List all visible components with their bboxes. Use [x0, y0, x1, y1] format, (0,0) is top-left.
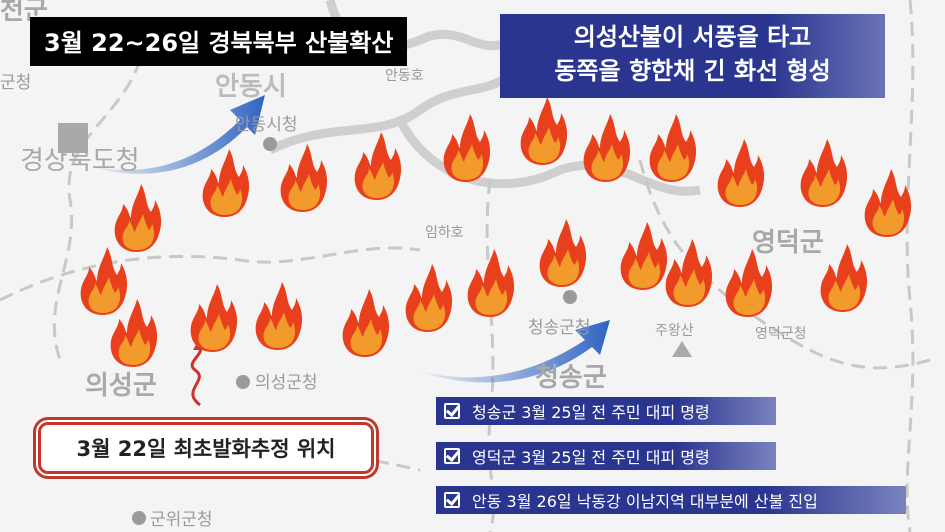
headline-line2: 동쪽을 향한채 긴 화선 형성	[554, 57, 831, 85]
flame-icon	[199, 147, 251, 219]
flame-icon	[111, 182, 163, 254]
flame-icon	[252, 280, 304, 352]
flame-icon	[339, 287, 391, 359]
flame-icon	[464, 247, 516, 319]
checkbox-icon	[444, 403, 460, 419]
origin-label: 3월 22일 최초발화추정 위치	[38, 422, 374, 474]
flame-icon	[402, 262, 454, 334]
map-label: 군위군청	[150, 510, 213, 530]
map-label: 청송군청	[528, 318, 591, 338]
headline-box: 의성산불이 서풍을 타고 동쪽을 향한채 긴 화선 형성	[500, 14, 885, 98]
flame-icon	[351, 130, 403, 202]
flame-icon	[797, 137, 849, 209]
flame-icon	[277, 142, 329, 214]
map-label: 임하호	[425, 225, 464, 241]
flame-icon	[77, 245, 129, 317]
flame-icon	[662, 237, 714, 309]
headline-line1: 의성산불이 서풍을 타고	[573, 23, 812, 51]
notice-text: 영덕군 3월 25일 전 주민 대피 명령	[472, 448, 710, 467]
flame-icon	[861, 167, 913, 239]
flame-icon	[517, 95, 569, 167]
map-label: 의성군청	[255, 373, 318, 393]
map-label: 안동시청	[235, 115, 298, 135]
origin-pointer	[190, 344, 203, 407]
map-label: 군청	[0, 73, 32, 93]
flame-icon	[580, 112, 632, 184]
page-title: 3월 22~26일 경북북부 산불확산	[30, 17, 408, 66]
flame-icon	[440, 112, 492, 184]
map-label: 청송군	[535, 363, 607, 393]
notice-yeongdeok: 영덕군 3월 25일 전 주민 대피 명령	[436, 442, 776, 470]
map-label: 안동호	[385, 68, 424, 84]
notice-andong: 안동 3월 26일 낙동강 이남지역 대부분에 산불 진입	[436, 486, 906, 514]
map-label: 영덕군	[752, 228, 824, 258]
flame-icon	[714, 137, 766, 209]
checkbox-icon	[444, 448, 460, 464]
map-label: 영덕군청	[755, 326, 807, 342]
notice-text: 안동 3월 26일 낙동강 이남지역 대부분에 산불 진입	[472, 492, 818, 511]
flame-icon	[536, 217, 588, 289]
flame-icon	[722, 247, 774, 319]
map-label: 주왕산	[655, 323, 694, 339]
map-label: 의성군	[85, 371, 157, 401]
flame-icon	[617, 220, 669, 292]
flame-icon	[646, 112, 698, 184]
map-label: 경상북도청	[20, 146, 140, 176]
map-label: 안동시	[215, 72, 287, 102]
checkbox-icon	[444, 492, 460, 508]
wind-arrow-east	[410, 320, 610, 383]
flame-icon	[187, 282, 239, 354]
notice-text: 청송군 3월 25일 전 주민 대피 명령	[472, 403, 710, 422]
notice-cheongsong: 청송군 3월 25일 전 주민 대피 명령	[436, 397, 776, 425]
flame-icon	[107, 297, 159, 369]
flame-icon	[817, 242, 869, 314]
wind-arrow-north	[85, 95, 265, 174]
